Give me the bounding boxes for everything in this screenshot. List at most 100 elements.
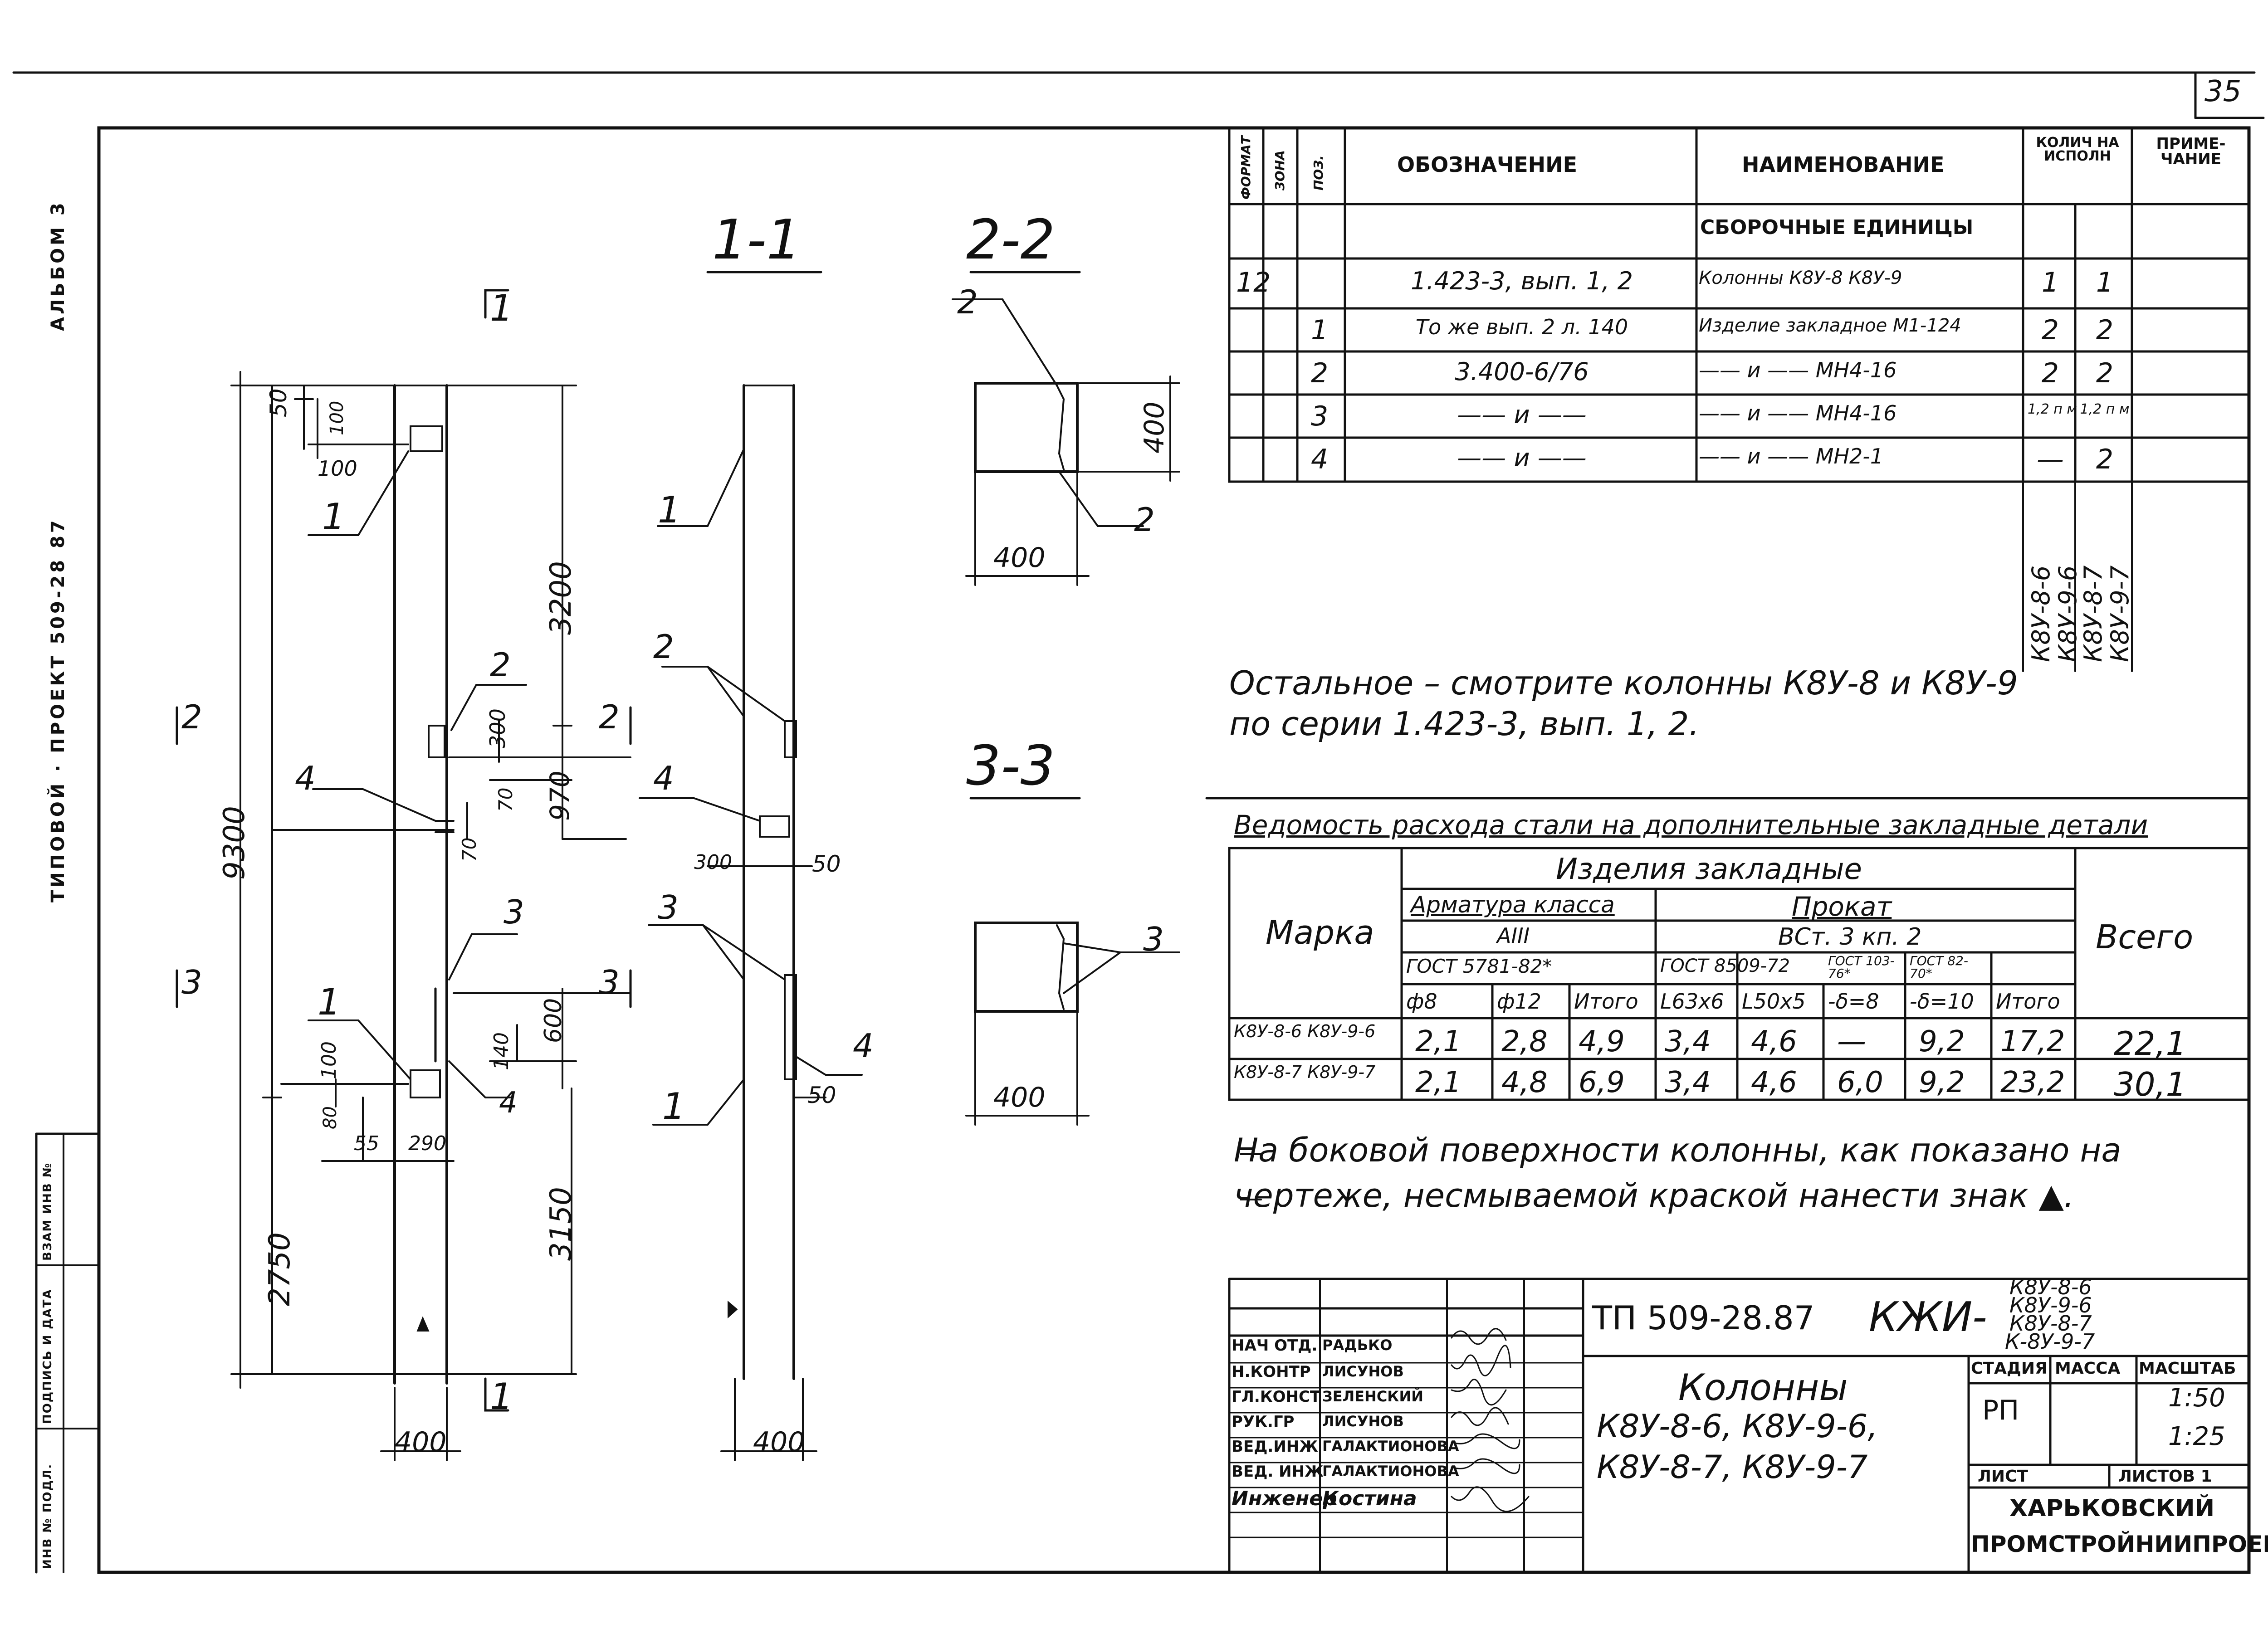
callout-3-elevation: 3 xyxy=(503,893,524,931)
note-2-line-2: чертеже, несмываемой краской нанести зна… xyxy=(1234,1176,2074,1215)
steel-gost-103: ГОСТ 103-76* xyxy=(1828,953,1895,981)
title-block-role: Инженер xyxy=(1232,1487,1337,1510)
steel-cell: 4,9 xyxy=(1579,1025,1625,1058)
column-elevation xyxy=(240,384,577,1385)
title-block xyxy=(1228,1278,2250,1574)
album-label: АЛЬБОМ 3 xyxy=(48,200,68,331)
steel-row-mark: К8У-8-7 К8У-9-7 xyxy=(1234,1062,1376,1082)
dim-300-section-1: 300 xyxy=(694,851,732,874)
steel-cell: 23,2 xyxy=(2000,1066,2065,1099)
podpis-data-label: ПОДПИСЬ И ДАТА xyxy=(41,1288,54,1424)
spec-row-pos: 1 xyxy=(1311,314,1329,346)
spec-row-qty-1: — xyxy=(2037,444,2064,475)
steel-gost-8509: ГОСТ 8509-72 xyxy=(1660,956,1790,976)
inv-podl-label: ИНВ № ПОДЛ. xyxy=(41,1463,54,1569)
steel-cell: 17,2 xyxy=(2000,1025,2065,1058)
steel-col-header: ф12 xyxy=(1497,989,1541,1014)
object-name-line-2: К8У-8-6, К8У-9-6, xyxy=(1597,1408,1878,1445)
spec-row-format: 12 xyxy=(1236,267,1271,298)
note-1-line-2: по серии 1.423-3, вып. 1, 2. xyxy=(1229,705,1700,743)
steel-vst-header: ВСт. 3 кп. 2 xyxy=(1778,923,1922,951)
dim-55: 55 xyxy=(354,1132,379,1155)
spec-variants-b: К8У-8-7 К8У-9-7 xyxy=(2079,565,2135,662)
title-block-person: Костина xyxy=(1322,1487,1417,1510)
dim-100-top-horizontal: 100 xyxy=(318,456,357,481)
steel-mark-header: Марка xyxy=(1266,913,1374,951)
steel-cell: 2,1 xyxy=(1415,1025,1461,1058)
spec-row-qty-1: 1 xyxy=(2041,267,2059,298)
dim-970: 970 xyxy=(544,771,575,821)
spec-row-qty-1: 2 xyxy=(2041,314,2059,346)
stage-label: СТАДИЯ xyxy=(1971,1359,2048,1378)
mass-label: МАССА xyxy=(2055,1359,2121,1378)
callout-4-elevation: 4 xyxy=(295,759,316,797)
spec-row-designation: —— и —— xyxy=(1457,446,1587,470)
callout-2-elevation: 2 xyxy=(490,646,511,684)
spec-header-zone: ЗОНА xyxy=(1272,150,1287,190)
spec-row-designation: То же вып. 2 л. 140 xyxy=(1415,317,1628,337)
dim-2750: 2750 xyxy=(263,1232,297,1306)
steel-row-mark: К8У-8-6 К8У-9-6 xyxy=(1234,1021,1376,1041)
spec-header-designation: ОБОЗНАЧЕНИЕ xyxy=(1397,152,1578,177)
steel-row-total: 22,1 xyxy=(2114,1024,2187,1063)
dim-100-top: 100 xyxy=(327,400,347,435)
sheet-number: 35 xyxy=(2204,75,2242,108)
steel-col-header: L50х5 xyxy=(1742,989,1806,1014)
spec-header-note: ПРИМЕ-ЧАНИЕ xyxy=(2156,135,2226,168)
steel-gost-arm: ГОСТ 5781-82* xyxy=(1406,955,1552,977)
steel-cell: 3,4 xyxy=(1665,1025,1711,1058)
kzhi-mark: К8У-8-7 xyxy=(2009,1311,2092,1336)
steel-cell: 4,6 xyxy=(1751,1066,1797,1099)
scale-value-1: 1:50 xyxy=(2168,1383,2225,1413)
steel-col-header: -δ=10 xyxy=(1910,989,1974,1014)
title-block-role: НАЧ ОТД. xyxy=(1232,1336,1318,1355)
project-label: ТИПОВОЙ · ПРОЕКТ 509-28 87 xyxy=(48,517,68,902)
steel-cell: 6,9 xyxy=(1579,1066,1625,1099)
callout-4-section: 4 xyxy=(653,759,674,797)
spec-row-qty-1: 2 xyxy=(2041,357,2059,389)
cut-marker-bottom: 1 xyxy=(490,1375,513,1418)
steel-col-header: Итого xyxy=(1574,989,1638,1014)
cut-marker-2-left: 2 xyxy=(181,698,202,736)
spec-header-name: НАИМЕНОВАНИЕ xyxy=(1742,152,1945,177)
title-block-role: Н.КОНТР xyxy=(1232,1363,1311,1381)
dim-50-section-1-bottom: 50 xyxy=(807,1082,836,1108)
callout-2-section22-top: 2 xyxy=(957,283,978,321)
callout-3-section: 3 xyxy=(658,888,679,927)
spec-row-designation: 1.423-3, вып. 1, 2 xyxy=(1411,269,1633,293)
steel-cell: 6,0 xyxy=(1837,1066,1883,1099)
scale-value-2: 1:25 xyxy=(2168,1422,2225,1451)
dim-400-section-1: 400 xyxy=(753,1426,805,1458)
spec-row-pos: 4 xyxy=(1311,444,1329,475)
dim-290: 290 xyxy=(408,1132,446,1155)
title-block-role: ВЕД.ИНЖ xyxy=(1232,1438,1318,1456)
steel-cell: 4,6 xyxy=(1751,1025,1797,1058)
sheet-label: ЛИСТ xyxy=(1978,1467,2028,1486)
spec-row-qty-1: 1,2 п м xyxy=(2028,401,2077,417)
cut-marker-3-left: 3 xyxy=(181,963,202,1001)
section-3-3 xyxy=(965,922,1180,1126)
callout-2-section: 2 xyxy=(653,628,674,666)
spec-row-designation: —— и —— xyxy=(1457,403,1587,427)
dim-50-section-1-top: 50 xyxy=(812,851,841,877)
spec-row-qty-2: 1,2 п м xyxy=(2080,401,2130,417)
stage-value: РП xyxy=(1982,1395,2019,1426)
title-block-kzhi: КЖИ- xyxy=(1869,1293,1987,1341)
spec-row-name: —— и —— МН2-1 xyxy=(1699,446,1884,467)
spec-row-qty-2: 1 xyxy=(2096,267,2114,298)
sheets-label: ЛИСТОВ 1 xyxy=(2118,1467,2212,1486)
steel-col-header: Итого xyxy=(1996,989,2060,1014)
section-title-1-1: 1-1 xyxy=(712,209,801,272)
dim-50: 50 xyxy=(265,388,292,417)
spec-table xyxy=(1228,127,2250,672)
callout-3-section33: 3 xyxy=(1143,920,1164,958)
steel-cell: 4,8 xyxy=(1501,1066,1548,1099)
dim-3200: 3200 xyxy=(544,561,578,635)
dim-400-section-2-vertical: 400 xyxy=(1139,401,1170,454)
steel-group-header: Изделия закладные xyxy=(1556,853,1862,886)
steel-col-header: L63х6 xyxy=(1660,989,1724,1014)
title-block-person: ЛИСУНОВ xyxy=(1322,1363,1404,1380)
steel-table-title: Ведомость расхода стали на дополнительны… xyxy=(1234,810,2148,840)
section-2-2 xyxy=(952,298,1180,586)
